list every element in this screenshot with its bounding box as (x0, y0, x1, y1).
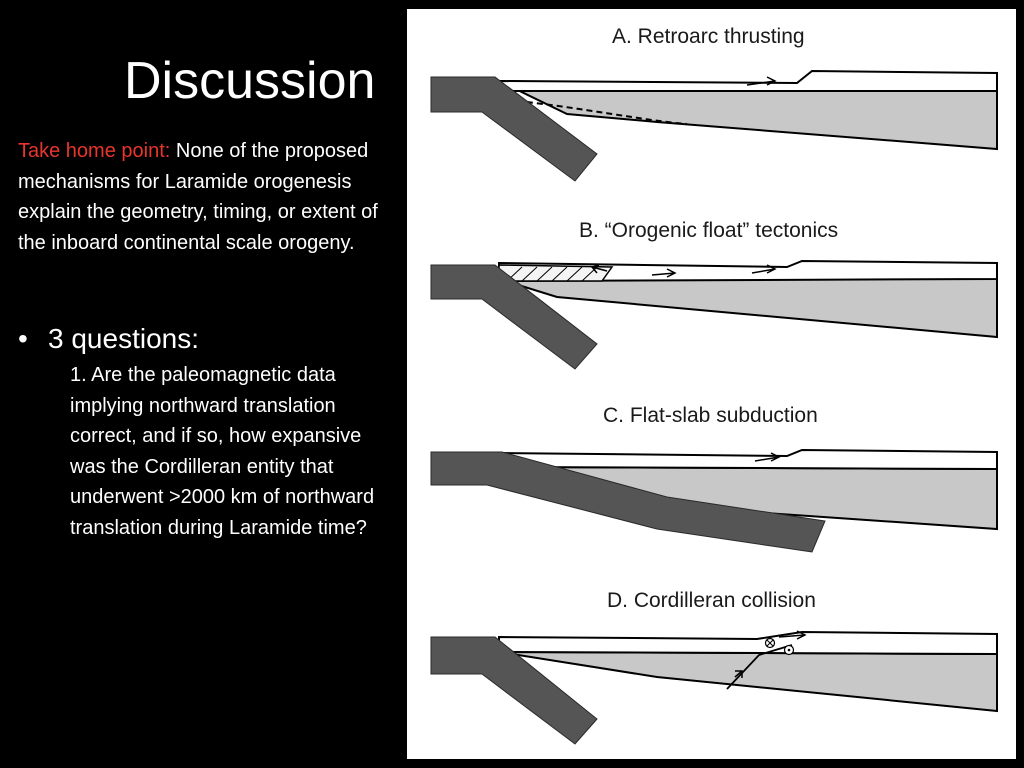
take-home-label: Take home point: (18, 140, 171, 162)
bullet-text: 3 questions: (48, 323, 199, 354)
take-home-paragraph: Take home point: None of the proposed me… (18, 136, 403, 258)
panel-b: B. “Orogenic float” tectonics (430, 219, 998, 370)
panel-b-forward-arrow-1 (651, 268, 677, 278)
panel-d-subducting-slab (430, 636, 598, 745)
panel-a-subducting-slab (430, 76, 598, 182)
bullet-dot: • (18, 323, 28, 354)
question-1: 1. Are the paleomagnetic data implying n… (70, 364, 375, 539)
tectonic-models-figure: A. Retroarc thrusting B. “Orogenic float… (407, 9, 1016, 759)
panel-c-upper-plate (501, 448, 998, 471)
take-home-text: None of the proposed mechanisms for Lara… (18, 140, 378, 254)
panel-d-thrust-arrow (778, 630, 807, 640)
panel-b-subducting-slab (430, 264, 598, 370)
panel-c: C. Flat-slab subduction (430, 404, 998, 553)
tectonic-models-svg: A. Retroarc thrusting B. “Orogenic float… (430, 25, 998, 745)
panel-c-flat-slab (430, 451, 826, 553)
panel-d-into-page-cross (766, 639, 774, 647)
panel-d-label: D. Cordilleran collision (607, 589, 816, 612)
panel-a-label: A. Retroarc thrusting (612, 25, 805, 48)
bullet-questions: • 3 questions: (18, 320, 199, 358)
panel-b-label: B. “Orogenic float” tectonics (579, 219, 838, 242)
panel-a-thrust-arrow (746, 76, 777, 86)
panel-a-upper-plate (498, 69, 998, 92)
panel-d-fault-arrow (734, 670, 743, 678)
panel-b-forward-arrow-2 (751, 264, 777, 274)
slide-title: Discussion (124, 52, 376, 110)
panel-d: D. Cordilleran collision (430, 589, 998, 745)
panel-d-upper-plate (498, 630, 998, 656)
panel-a-dashed-decollement (516, 100, 688, 125)
panel-c-thrust-arrow (754, 452, 781, 462)
panel-b-hatching (506, 266, 598, 282)
panel-b-back-arrow (590, 264, 608, 274)
panel-d-out-of-page-dot (787, 648, 791, 652)
panel-c-label: C. Flat-slab subduction (603, 404, 818, 427)
panel-d-fault-line (726, 644, 793, 690)
panel-a: A. Retroarc thrusting (430, 25, 998, 182)
